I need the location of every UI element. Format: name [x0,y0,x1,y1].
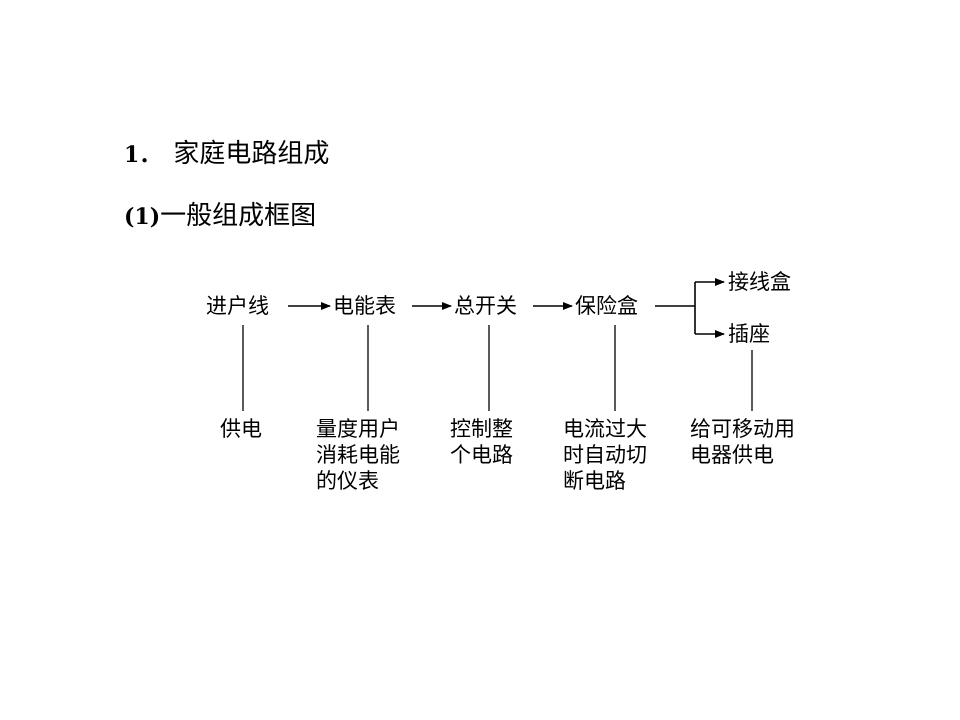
node-fuse-box: 保险盒 [575,294,638,318]
node-socket: 插座 [728,322,770,346]
subsection-number: (1) [124,204,161,230]
desc-socket: 给可移动用 电器供电 [690,417,795,467]
section-number: 1． [124,142,162,168]
node-incoming-line: 进户线 [206,294,269,318]
section-title: 家庭电路组成 [173,139,330,169]
node-main-switch: 总开关 [454,294,517,318]
section-heading: 1． 家庭电路组成 [124,134,329,175]
node-energy-meter: 电能表 [333,294,396,318]
desc-main-switch: 控制整 个电路 [450,417,513,467]
subsection-title: 一般组成框图 [160,201,317,231]
desc-incoming-line: 供电 [220,417,262,441]
desc-energy-meter: 量度用户 消耗电能 的仪表 [316,417,400,493]
subsection-heading: (1)一般组成框图 [124,196,316,237]
node-junction-box: 接线盒 [728,270,791,294]
desc-fuse-box: 电流过大 时自动切 断电路 [563,417,647,493]
